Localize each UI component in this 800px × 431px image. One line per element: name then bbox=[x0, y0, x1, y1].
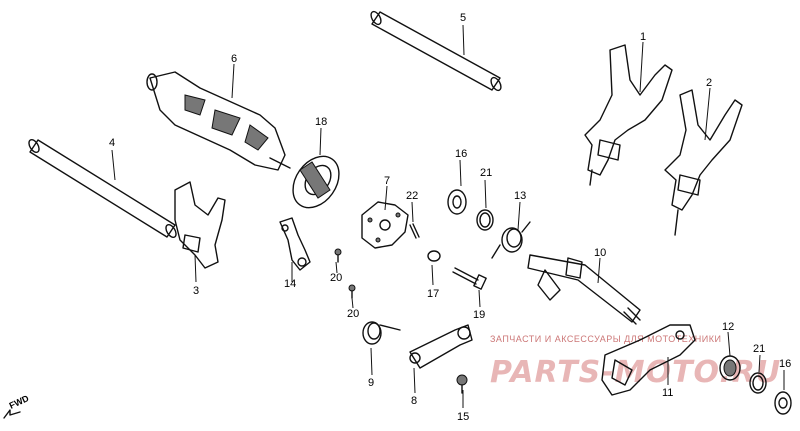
callout-2: 2 bbox=[706, 77, 712, 89]
callout-18: 18 bbox=[315, 116, 327, 128]
callout-5: 5 bbox=[460, 12, 466, 24]
part-20-screw-b bbox=[348, 284, 356, 299]
callout-15: 15 bbox=[457, 411, 469, 423]
callout-20-a: 20 bbox=[330, 272, 342, 284]
part-22-dowel-pin bbox=[409, 223, 420, 239]
watermark-subtitle: ЗАПЧАСТИ И АКСЕССУАРЫ ДЛЯ МОТОТЕХНИКИ bbox=[490, 334, 721, 344]
callout-16-lower: 16 bbox=[779, 358, 791, 370]
part-11-shift-arm bbox=[601, 324, 696, 396]
part-21-circlip-upper bbox=[476, 209, 494, 231]
fwd-direction-marker: FWD bbox=[3, 393, 31, 419]
part-3-shift-fork bbox=[174, 181, 226, 269]
part-19-bolt bbox=[452, 267, 487, 290]
callout-12: 12 bbox=[722, 321, 734, 333]
part-8-stopper-arm bbox=[409, 324, 473, 369]
callout-14: 14 bbox=[284, 278, 296, 290]
part-5-shift-fork-shaft bbox=[370, 10, 502, 92]
part-17-washer bbox=[427, 250, 441, 262]
callout-21-upper: 21 bbox=[480, 167, 492, 179]
part-18-bearing bbox=[292, 155, 340, 209]
callout-16-upper: 16 bbox=[455, 148, 467, 160]
part-1-shift-fork bbox=[584, 44, 673, 186]
callout-7: 7 bbox=[384, 175, 390, 187]
part-14-stopper-arm bbox=[279, 217, 311, 271]
callout-17: 17 bbox=[427, 288, 439, 300]
callout-1: 1 bbox=[640, 31, 646, 43]
part-20-screw-a bbox=[334, 248, 342, 263]
callout-9: 9 bbox=[368, 377, 374, 389]
part-9-spring bbox=[362, 321, 401, 345]
callout-20-b: 20 bbox=[347, 308, 359, 320]
callouts: 1 2 3 4 5 6 7 8 9 10 11 12 13 14 15 16 1… bbox=[109, 12, 791, 423]
callout-6: 6 bbox=[231, 53, 237, 65]
part-21-circlip-lower bbox=[749, 372, 767, 394]
part-6-shift-drum bbox=[146, 71, 291, 171]
callout-19: 19 bbox=[473, 309, 485, 321]
callout-11: 11 bbox=[662, 387, 673, 399]
part-16-washer-upper bbox=[447, 189, 467, 215]
fwd-label: FWD bbox=[8, 393, 31, 411]
callout-8: 8 bbox=[411, 395, 417, 407]
part-15-bolt bbox=[456, 374, 468, 394]
part-10-gearshift-spindle bbox=[527, 254, 641, 325]
callout-10: 10 bbox=[594, 247, 606, 259]
part-16-washer-lower bbox=[774, 391, 792, 415]
part-4-shift-fork-shaft bbox=[28, 138, 177, 239]
callout-3: 3 bbox=[193, 285, 199, 297]
part-2-shift-fork bbox=[664, 89, 743, 236]
callout-21-lower: 21 bbox=[753, 343, 765, 355]
leader-lines bbox=[111, 24, 785, 408]
callout-4: 4 bbox=[109, 137, 115, 149]
callout-22: 22 bbox=[406, 190, 418, 202]
part-13-return-spring bbox=[491, 221, 531, 259]
part-7-drum-plate bbox=[361, 201, 409, 249]
callout-13: 13 bbox=[514, 190, 526, 202]
